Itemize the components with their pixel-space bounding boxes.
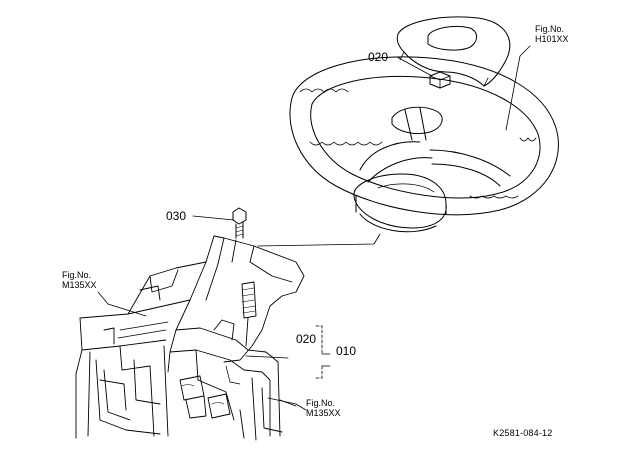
mounting-bolt — [232, 207, 247, 239]
fig-ref-h101xx-line1: Fig.No. — [535, 24, 565, 34]
fig-ref-m135xx-left: Fig.No. M135XX — [62, 270, 97, 290]
fig-ref-h101xx-line2: H101XX — [535, 34, 569, 44]
callout-020-top: 020 — [368, 50, 389, 64]
fig-ref-m135xx-left-line1: Fig.No. — [62, 270, 92, 280]
leader-lines — [97, 45, 531, 411]
callout-020-bottom: 020 — [296, 332, 317, 346]
horn-cover — [396, 16, 511, 87]
steering-wheel — [289, 56, 559, 233]
callout-030: 030 — [166, 209, 187, 223]
fig-ref-m135xx-bottom-line1: Fig.No. — [306, 398, 336, 408]
steering-column-assembly — [75, 235, 305, 441]
drawing-code: K2581-084-12 — [493, 428, 553, 438]
fig-ref-h101xx: Fig.No. H101XX — [535, 24, 569, 44]
fig-ref-m135xx-bottom: Fig.No. M135XX — [306, 398, 341, 418]
callout-010: 010 — [336, 344, 357, 358]
fig-ref-m135xx-left-line2: M135XX — [62, 280, 97, 290]
fig-ref-m135xx-bottom-line2: M135XX — [306, 408, 341, 418]
steering-nut — [429, 71, 451, 89]
